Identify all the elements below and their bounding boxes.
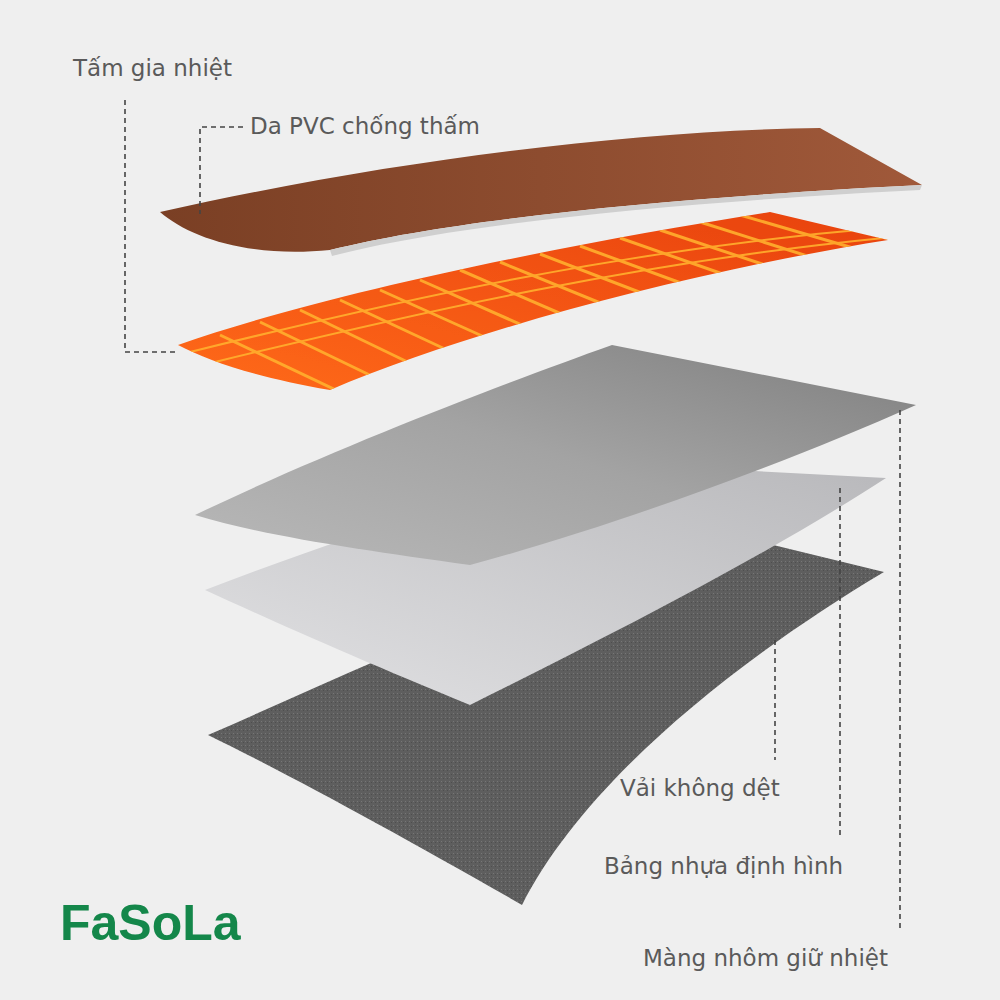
leader-lines [125, 100, 900, 928]
part-label: Tấm gia nhiệt [73, 55, 232, 83]
part-label: Da PVC chống thấm [250, 113, 480, 141]
part-label: Bảng nhựa định hình [604, 853, 843, 881]
pvc-layer [160, 128, 922, 252]
brand-logo: FaSoLa [60, 898, 241, 948]
part-label: Màng nhôm giữ nhiệt [643, 945, 888, 973]
part-label: Vải không dệt [620, 775, 780, 803]
